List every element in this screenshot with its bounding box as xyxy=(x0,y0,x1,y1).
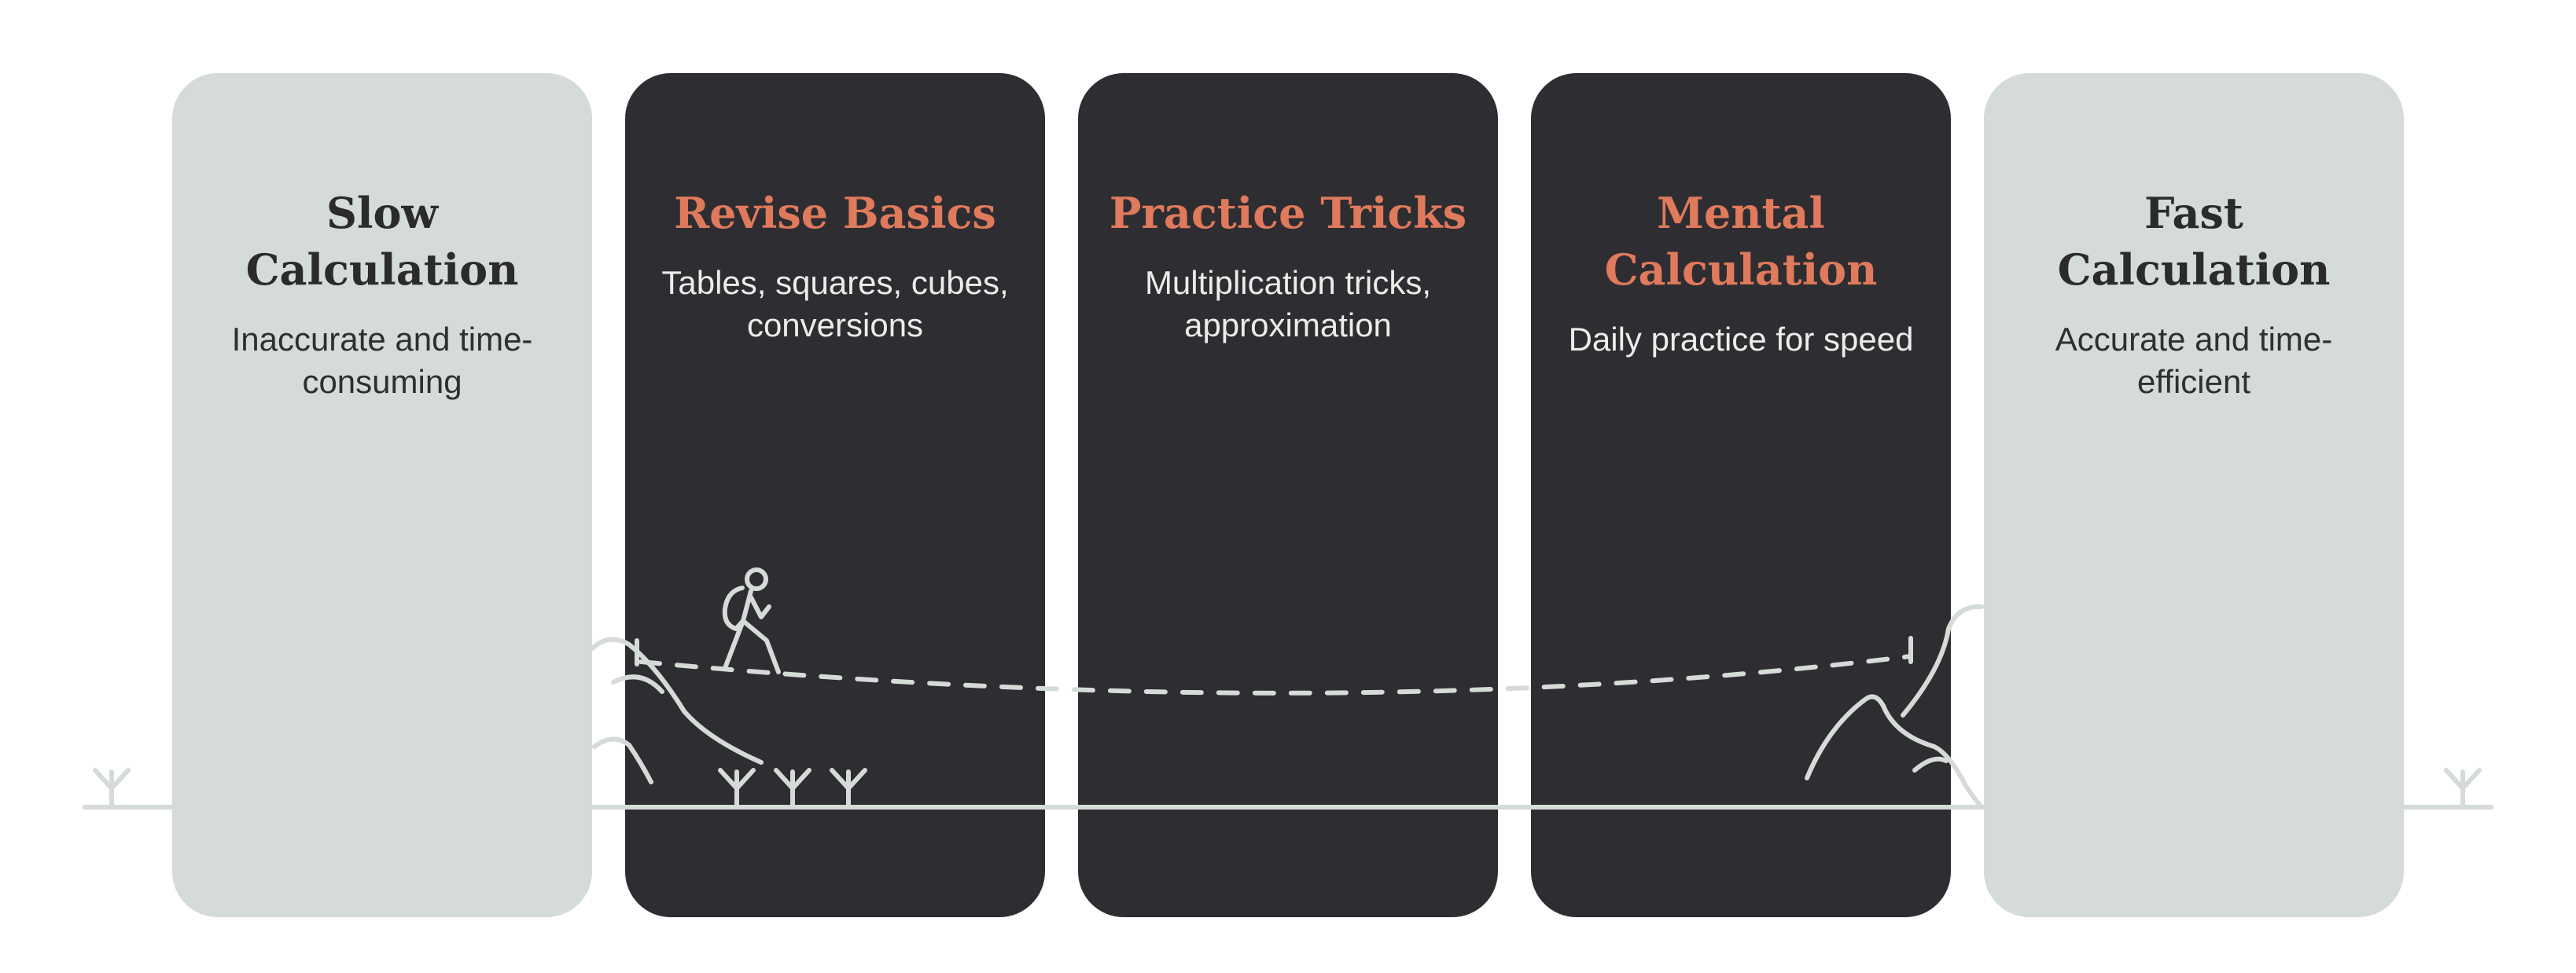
stage-description: Daily practice for speed xyxy=(1568,321,1914,358)
stage-card-mental-calculation: Mental Calculation Daily practice for sp… xyxy=(1531,73,1951,917)
stage-card-fast-calculation: Fast Calculation Accurate and time-effic… xyxy=(1984,73,2404,917)
stage-description: Inaccurate and time-consuming xyxy=(231,321,533,400)
stage-title: Practice Tricks xyxy=(1109,188,1467,238)
stage-card-slow-calculation: Slow Calculation Inaccurate and time-con… xyxy=(172,73,592,917)
stage-description: Accurate and time-efficient xyxy=(2055,321,2333,400)
stage-title: Revise Basics xyxy=(674,188,996,238)
stage-description: Tables, squares, cubes, conversions xyxy=(661,264,1009,343)
stage-title: Slow Calculation xyxy=(245,188,519,295)
stage-description: Multiplication tricks, approximation xyxy=(1144,264,1432,343)
stage-card-practice-tricks: Practice Tricks Multiplication tricks, a… xyxy=(1078,73,1498,917)
sprout-icon xyxy=(2444,768,2482,810)
stage-title: Fast Calculation xyxy=(2057,188,2331,295)
stage-title: Mental Calculation xyxy=(1604,188,1878,295)
stage-card-revise-basics: Revise Basics Tables, squares, cubes, co… xyxy=(625,73,1045,917)
sprout-icon xyxy=(93,768,131,810)
